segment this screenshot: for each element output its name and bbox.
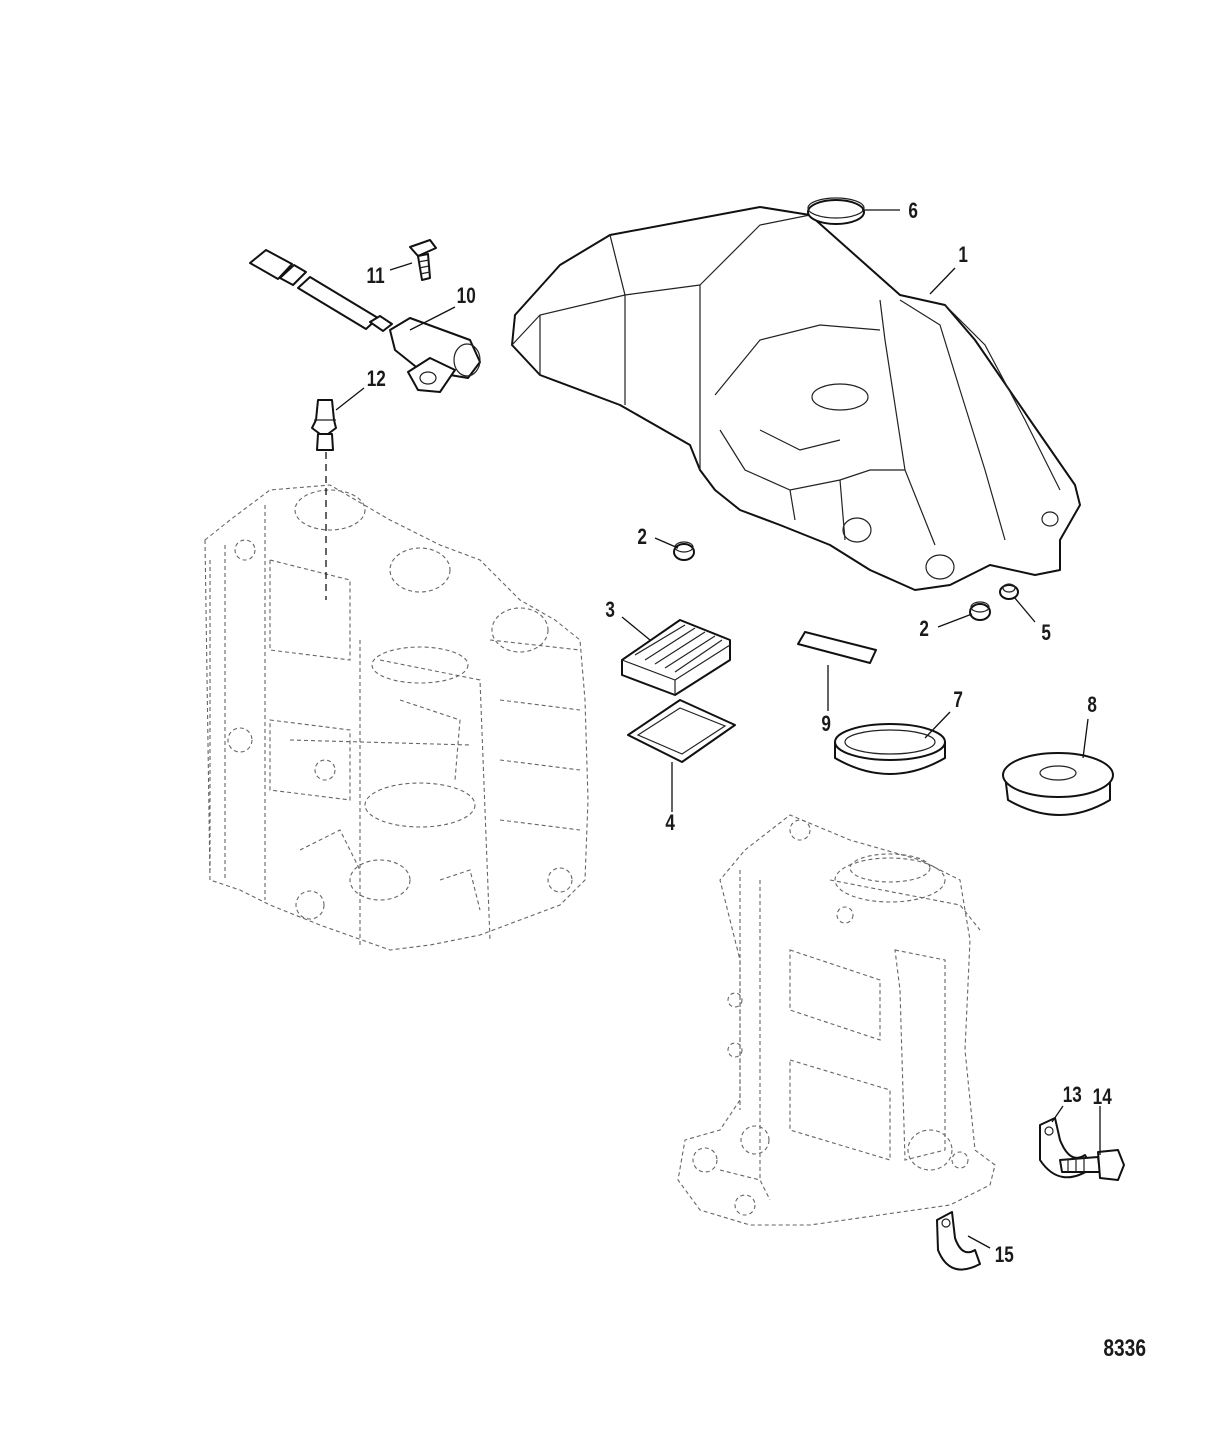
bolt-small <box>409 239 437 281</box>
grommet-right <box>969 601 991 621</box>
intake-manifold-ghost <box>677 814 996 1226</box>
callout-2-left: 2 <box>637 525 647 550</box>
callout-8: 8 <box>1087 693 1097 718</box>
figure-number: 8336 <box>1103 1334 1146 1362</box>
callout-10: 10 <box>457 284 476 309</box>
air-filter-element <box>621 619 731 696</box>
bolt-large <box>1059 1149 1125 1181</box>
callout-3: 3 <box>605 598 615 623</box>
leader-lines <box>335 209 1101 1249</box>
small-grommet <box>999 583 1019 600</box>
callout-4: 4 <box>665 811 675 836</box>
grommet-left <box>673 541 695 561</box>
callout-11: 11 <box>367 264 385 289</box>
callout-7: 7 <box>953 688 963 713</box>
callout-1: 1 <box>958 243 968 268</box>
callout-14: 14 <box>1093 1085 1112 1110</box>
air-silencer-cover <box>511 206 1081 591</box>
callout-2-right: 2 <box>919 617 929 642</box>
barbed-fitting <box>311 399 337 451</box>
seal-ring <box>834 723 946 775</box>
engine-block-ghost <box>204 484 589 951</box>
callout-9: 9 <box>821 712 831 737</box>
callout-12: 12 <box>367 367 386 392</box>
callout-labels: 1 2 2 3 4 5 6 7 8 9 10 11 12 13 14 15 <box>367 199 1112 1268</box>
sensor-harness <box>249 249 481 393</box>
plug-cap <box>807 197 865 225</box>
clip-lower <box>936 1211 981 1271</box>
filter-gasket <box>627 699 736 763</box>
callout-15: 15 <box>995 1243 1014 1268</box>
callout-13: 13 <box>1063 1083 1082 1108</box>
seal-disc <box>1002 752 1114 816</box>
callout-6: 6 <box>908 199 918 224</box>
callout-5: 5 <box>1041 621 1051 646</box>
decal <box>797 631 877 664</box>
